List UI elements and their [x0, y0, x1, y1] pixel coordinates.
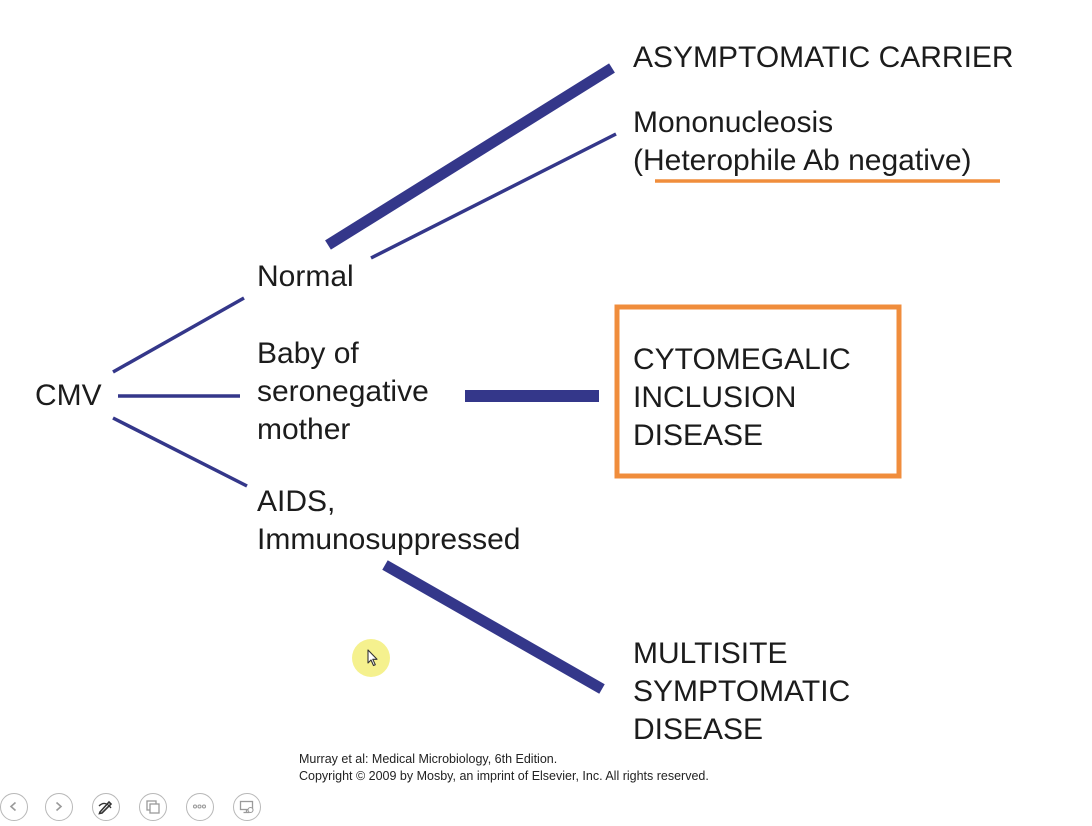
outcome-node-mono: Mononucleosis (Heterophile Ab negative)	[633, 104, 972, 180]
pen-icon	[98, 800, 113, 815]
slide-view-button[interactable]	[139, 793, 167, 821]
copyright-line-2: Copyright © 2009 by Mosby, an imprint of…	[299, 769, 709, 783]
slides-icon	[146, 800, 160, 814]
edge-cmv-normal	[112, 296, 245, 374]
slideshow-controls	[0, 793, 300, 823]
outcome-mono-line: (Heterophile Ab negative)	[633, 144, 972, 177]
copyright-notice: Murray et al: Medical Microbiology, 6th …	[299, 751, 709, 785]
edge-normal-carrier	[325, 63, 615, 250]
chevron-right-icon	[55, 801, 63, 812]
host-baby-line: seronegative	[257, 375, 429, 408]
outcome-node-cid: CYTOMEGALIC INCLUSION DISEASE	[633, 341, 851, 455]
outcome-multisite-line: DISEASE	[633, 713, 764, 746]
outcome-multisite-line: SYMPTOMATIC	[633, 675, 851, 708]
host-baby-line: mother	[257, 413, 351, 446]
outcome-mono-line: Mononucleosis	[633, 106, 834, 139]
pen-tool-button[interactable]	[92, 793, 120, 821]
host-node-normal: Normal	[257, 258, 354, 296]
presenter-view-button[interactable]	[233, 793, 261, 821]
outcome-multisite-line: MULTISITE	[633, 637, 788, 670]
mouse-pointer-icon	[367, 649, 378, 667]
next-slide-button[interactable]	[45, 793, 73, 821]
more-icon	[192, 804, 207, 809]
edge-cmv-aids	[112, 416, 248, 488]
edge-aids-multisite	[382, 560, 605, 694]
chevron-left-icon	[9, 801, 17, 812]
outcome-carrier-label: ASYMPTOMATIC CARRIER	[633, 41, 1014, 74]
root-node-cmv: CMV	[35, 377, 102, 415]
highlight-box	[614, 304, 902, 479]
root-label: CMV	[35, 379, 102, 412]
host-node-aids: AIDS, Immunosuppressed	[257, 483, 520, 559]
host-normal-label: Normal	[257, 260, 354, 293]
copyright-line-1: Murray et al: Medical Microbiology, 6th …	[299, 752, 558, 766]
outcome-cid-line: DISEASE	[633, 419, 764, 452]
host-baby-line: Baby of	[257, 337, 359, 370]
outcome-node-multisite: MULTISITE SYMPTOMATIC DISEASE	[633, 635, 850, 749]
outcome-node-carrier: ASYMPTOMATIC CARRIER	[633, 39, 1014, 77]
outcome-cid-line: INCLUSION	[633, 381, 797, 414]
outcome-cid-line: CYTOMEGALIC	[633, 343, 851, 376]
host-node-baby: Baby of seronegative mother	[257, 335, 429, 449]
more-options-button[interactable]	[186, 793, 214, 821]
previous-slide-button[interactable]	[0, 793, 28, 821]
host-aids-line: Immunosuppressed	[257, 523, 521, 556]
host-aids-line: AIDS,	[257, 485, 336, 518]
edge-normal-mono	[370, 132, 617, 260]
screen-icon	[239, 800, 254, 814]
